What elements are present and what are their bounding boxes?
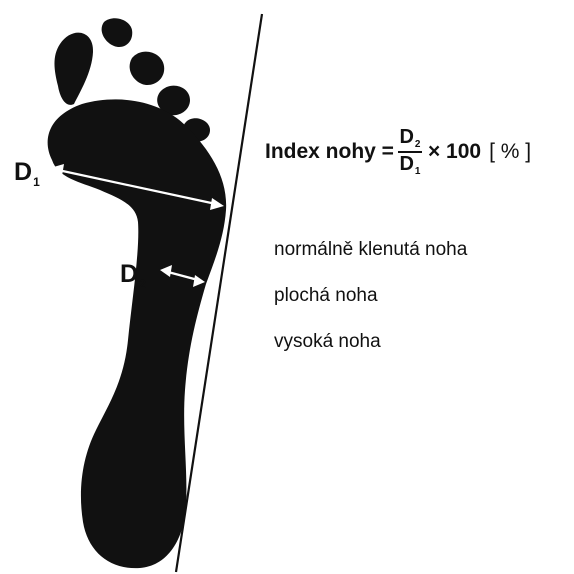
foot-type-normal: normálně klenutá noha: [274, 236, 467, 282]
foot-type-list: normálně klenutá noha plochá noha vysoká…: [274, 236, 467, 374]
foot-sole: [48, 99, 227, 568]
formula-numerator: D2: [399, 127, 420, 151]
numerator-sub: 2: [415, 139, 421, 150]
formula-denominator: D1: [399, 154, 420, 178]
formula-unit: [ % ]: [489, 140, 531, 164]
numerator-letter: D: [399, 126, 413, 148]
foot-index-formula: Index nohy = D2 D1 × 100 [ % ]: [265, 122, 531, 182]
denominator-letter: D: [399, 153, 413, 175]
foot-type-flat: plochá noha: [274, 282, 467, 328]
label-d1-sub: 1: [33, 175, 40, 189]
denominator-sub: 1: [415, 166, 421, 177]
label-d2: D2: [120, 262, 146, 290]
label-d1-letter: D: [14, 158, 32, 186]
toe-3: [130, 52, 165, 85]
label-d2-letter: D: [120, 260, 138, 288]
formula-fraction: D2 D1: [398, 127, 422, 178]
label-d1: D1: [14, 160, 40, 188]
foot-type-high: vysoká noha: [274, 328, 467, 374]
formula-multiplier: × 100: [428, 140, 481, 164]
big-toe: [55, 33, 94, 105]
formula-prefix: Index nohy =: [265, 140, 394, 164]
label-d2-sub: 2: [139, 277, 146, 291]
toe-2: [102, 18, 133, 47]
